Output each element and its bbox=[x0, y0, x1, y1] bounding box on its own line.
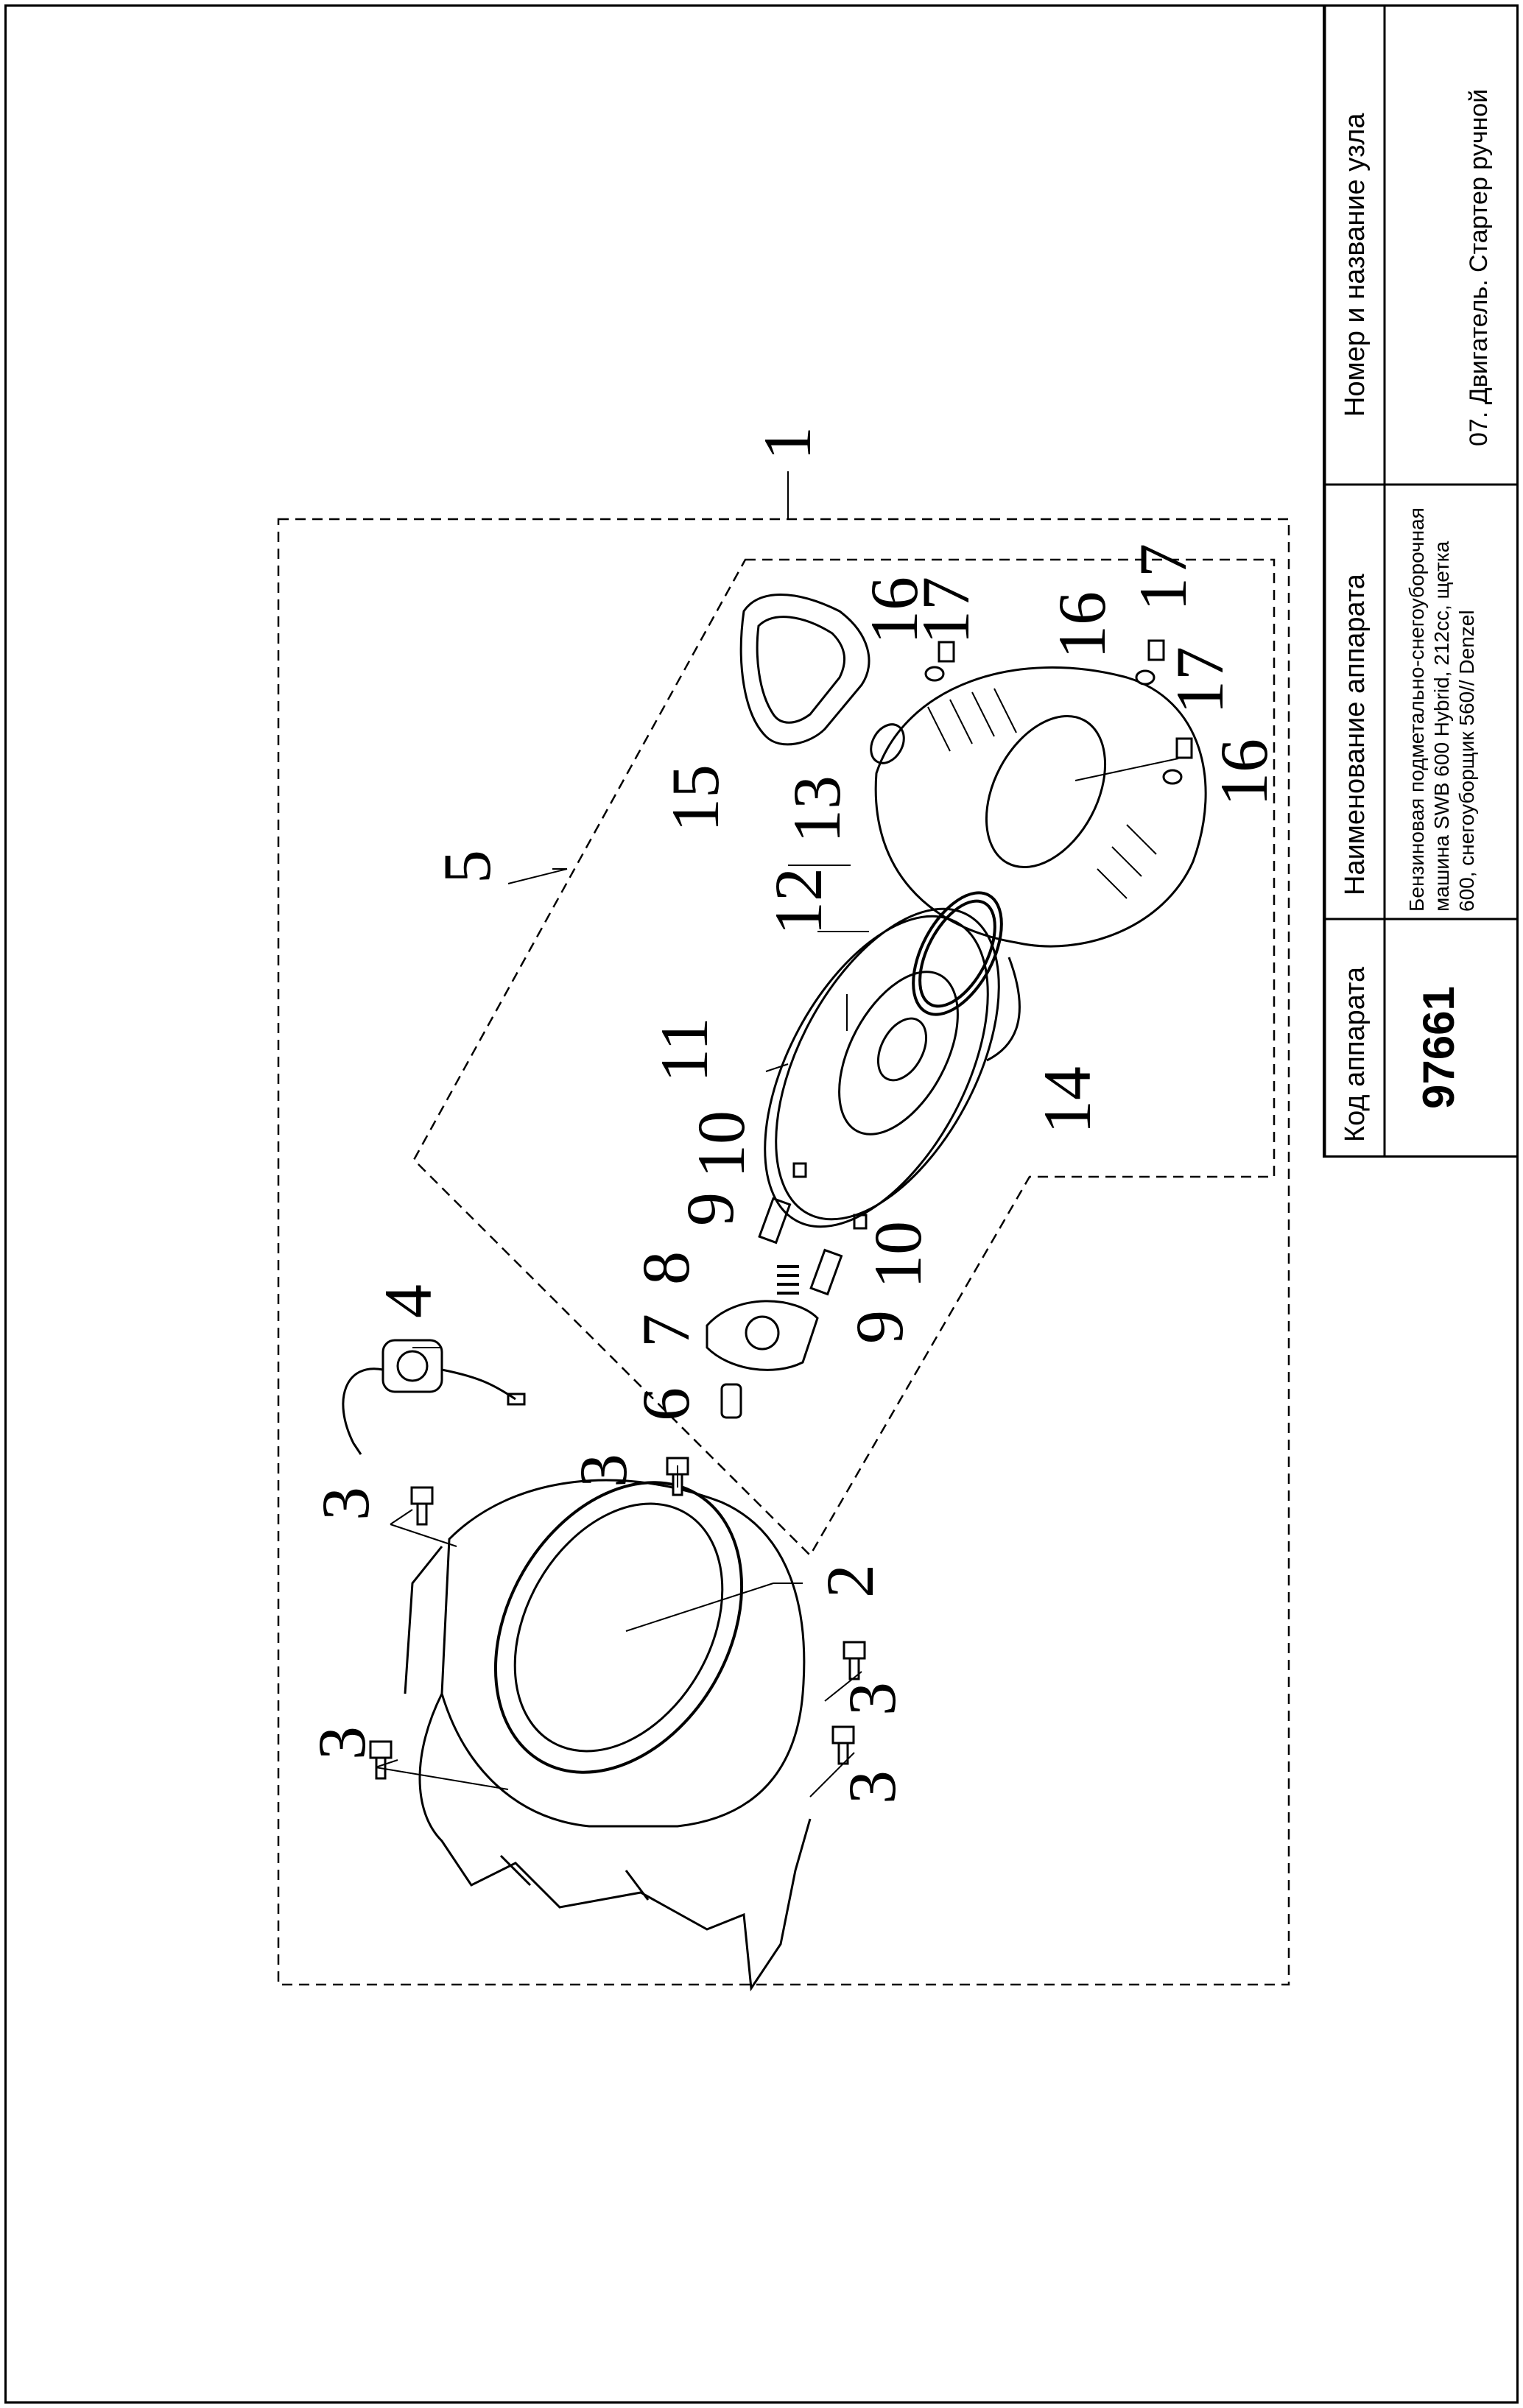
callout-8: 8 bbox=[628, 1251, 703, 1285]
callout-labels: 1 2 3 3 3 3 3 3 4 5 6 7 8 9 9 10 10 11 1… bbox=[304, 426, 1281, 1804]
callout-1: 1 bbox=[750, 426, 825, 460]
node-header: Номер и название узла bbox=[1340, 113, 1371, 417]
callout-12: 12 bbox=[761, 867, 836, 935]
callout-10a: 10 bbox=[683, 1110, 759, 1178]
pulley-part-11 bbox=[764, 907, 1000, 1228]
callout-3b: 3 bbox=[566, 1454, 641, 1488]
starter-handle-part-15 bbox=[739, 594, 905, 764]
fan-shroud-part-2 bbox=[404, 1479, 812, 1992]
callout-9a: 9 bbox=[672, 1192, 748, 1226]
node-value: 07. Двигатель. Стартер ручной bbox=[1465, 88, 1493, 446]
callout-3a: 3 bbox=[308, 1487, 383, 1521]
callout-16b: 16 bbox=[1044, 591, 1119, 659]
callout-7: 7 bbox=[628, 1314, 703, 1348]
callout-10b: 10 bbox=[860, 1221, 935, 1289]
assembly-1-boundary bbox=[277, 518, 1290, 1986]
callout-2: 2 bbox=[812, 1564, 887, 1598]
callout-15: 15 bbox=[658, 764, 733, 832]
callout-4: 4 bbox=[370, 1284, 446, 1318]
starter-housing-part-13 bbox=[874, 666, 1207, 948]
callout-17c: 17 bbox=[1162, 647, 1237, 714]
callout-3c: 3 bbox=[304, 1726, 379, 1760]
callout-14: 14 bbox=[1030, 1066, 1105, 1134]
callout-5: 5 bbox=[429, 850, 504, 884]
callout-16a: 16 bbox=[857, 577, 932, 644]
title-block: Номер и название узла 07. Двигатель. Ста… bbox=[1323, 4, 1519, 1158]
ratchet-hardware-parts-6-10 bbox=[706, 1162, 868, 1419]
callout-3e: 3 bbox=[834, 1770, 910, 1804]
sensor-part-4 bbox=[342, 1339, 526, 1455]
callout-17a: 17 bbox=[908, 577, 983, 644]
code-header: Код аппарата bbox=[1340, 966, 1371, 1142]
code-value: 97661 bbox=[1414, 986, 1463, 1109]
title-block-grid bbox=[1323, 4, 1519, 1158]
starter-rope-part-14 bbox=[986, 957, 1021, 1062]
callout-6: 6 bbox=[628, 1387, 703, 1421]
leader-lines bbox=[375, 471, 1179, 1798]
name-header: Наименование аппарата bbox=[1340, 574, 1371, 895]
callout-17b: 17 bbox=[1125, 543, 1200, 611]
assembly-5-boundary bbox=[412, 558, 1276, 1557]
drawing-sheet-border bbox=[4, 4, 1519, 2404]
callout-13: 13 bbox=[779, 775, 854, 843]
recoil-spring-part-12 bbox=[912, 891, 1003, 1016]
name-value: Бензиновая подметально-снегоуборочная ма… bbox=[1405, 507, 1478, 912]
callout-11: 11 bbox=[647, 1017, 722, 1082]
callout-9b: 9 bbox=[842, 1310, 917, 1344]
washers-screws-parts-16-17 bbox=[924, 639, 1193, 785]
callout-3d: 3 bbox=[834, 1682, 910, 1716]
callout-16c: 16 bbox=[1206, 739, 1281, 806]
